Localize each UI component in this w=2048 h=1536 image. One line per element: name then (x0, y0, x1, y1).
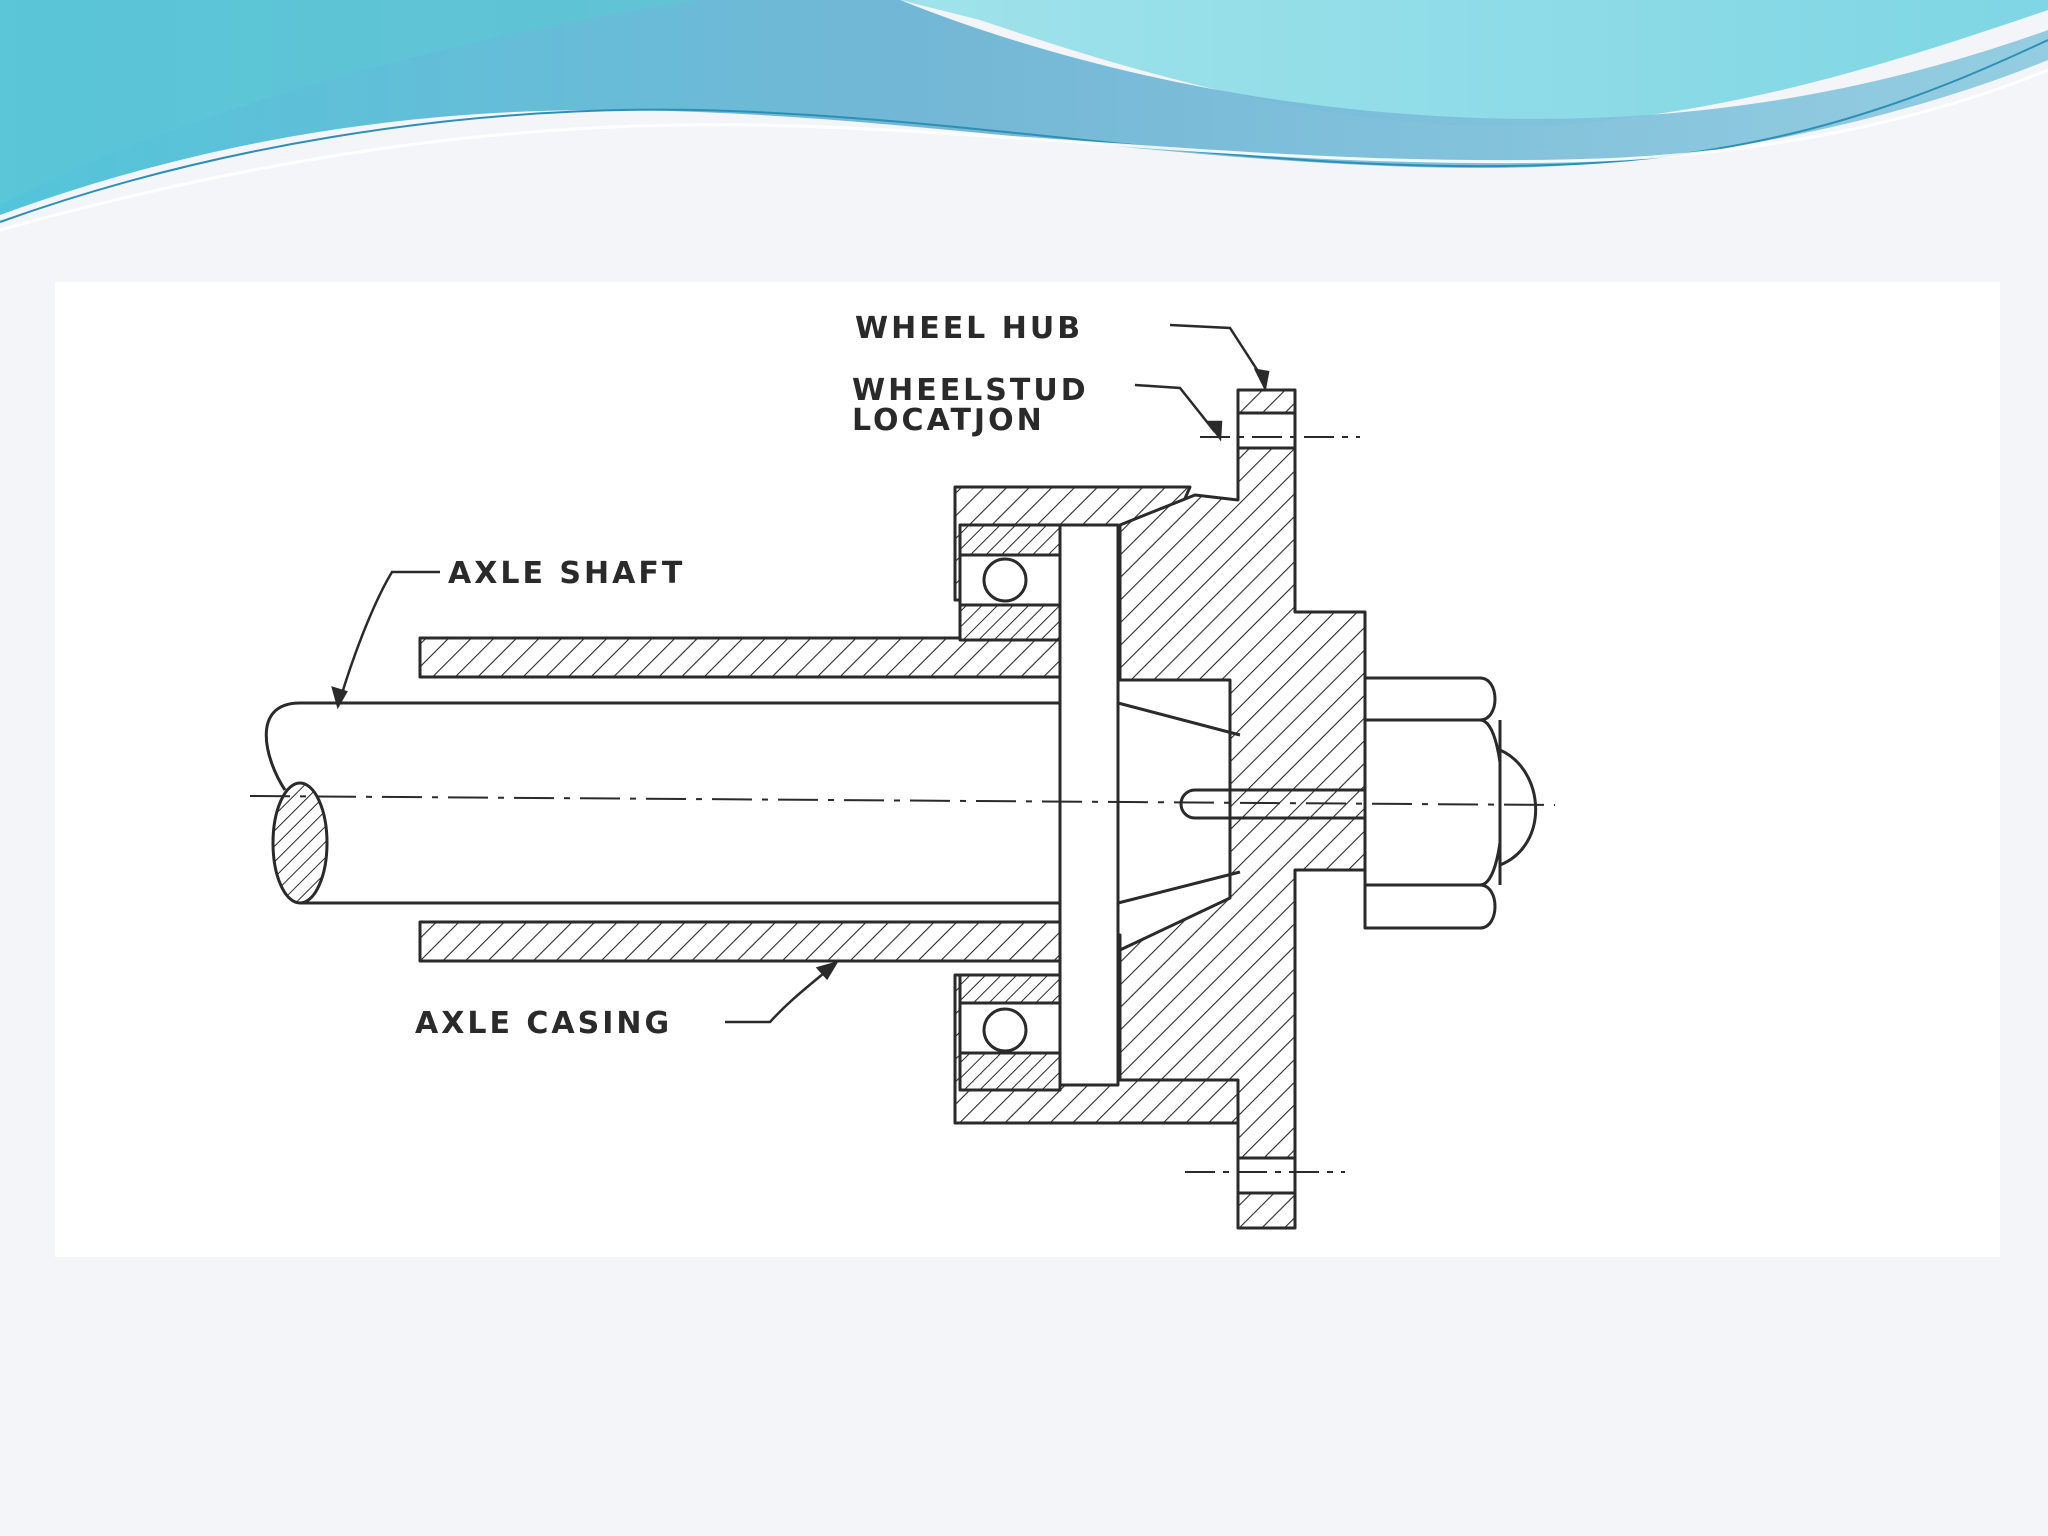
label-wheel-hub: WHEEL HUB (855, 311, 1083, 346)
label-wheel-stud-line2: LOCATJON (852, 403, 1045, 438)
label-axle-shaft: AXLE SHAFT (448, 556, 685, 591)
label-wheel-stud-line1: WHEELSTUD (852, 373, 1089, 408)
leader-axle-shaft (338, 570, 440, 701)
leader-axle-casing (725, 967, 831, 1024)
wave-banner (0, 0, 2048, 232)
leader-wheel-hub (1169, 323, 1267, 383)
leader-wheel-hub-arrow (1253, 368, 1270, 392)
leader-axle-casing-arrow (815, 960, 839, 981)
keyway-slot (1179, 788, 1365, 820)
leader-axle-shaft-arrow (331, 686, 348, 710)
axle-shaft-flange (1058, 523, 1120, 1087)
wheel-hub-flange (1118, 388, 1367, 1230)
label-axle-casing: AXLE CASING (415, 1006, 672, 1041)
leader-wheel-stud-arrow (1205, 420, 1223, 442)
lower-bearing (958, 973, 1062, 1092)
leader-wheel-stud (1134, 383, 1216, 433)
axle-casing-lower-wall (418, 920, 1062, 963)
upper-bearing (958, 523, 1062, 642)
center-line (249, 795, 1556, 806)
hub-nut (1363, 676, 1538, 930)
axle-shaft-body (264, 701, 1241, 905)
